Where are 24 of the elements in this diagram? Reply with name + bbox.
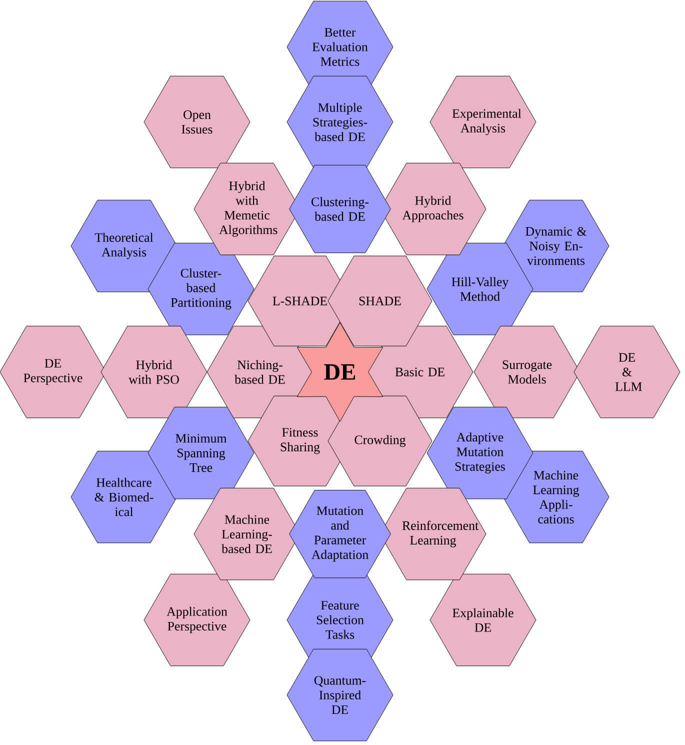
topic-hexagon: Hybrid with PSO (100, 326, 208, 418)
topic-hexagon: Open Issues (144, 76, 250, 168)
topic-hexagon: Hybrid Approaches (380, 162, 486, 256)
topic-hexagon: L-SHADE (248, 256, 352, 346)
topic-hexagon: Machine Learning-based DE (194, 488, 300, 580)
topic-hexagon: Fitness Sharing (248, 396, 352, 486)
topic-hexagon: Cluster-based Partitioning (148, 242, 254, 336)
topic-hexagon: Quantum-Inspired DE (286, 648, 394, 742)
topic-hexagon: Adaptive Mutation Strategies (426, 406, 534, 500)
topic-hexagon: Multiple Strategies-based DE (286, 76, 394, 168)
topic-hexagon: Clustering-based DE (289, 164, 391, 254)
topic-hexagon: Mutation and Parameter Adaptation (289, 490, 391, 578)
topic-hexagon: Explainable DE (430, 574, 536, 666)
topic-hexagon: Crowding (328, 396, 432, 486)
topic-hexagon: Healthcare & Biomed-ical (70, 450, 178, 544)
topic-hexagon: Reinforcement Learning (380, 488, 486, 580)
topic-hexagon: SHADE (328, 256, 432, 346)
topic-hexagon: Theoretical Analysis (70, 200, 178, 292)
topic-hexagon: Hybrid with Memetic Algorithms (194, 162, 300, 256)
topic-hexagon: Experimental Analysis (430, 76, 536, 168)
topic-hexagon: Application Perspective (144, 574, 250, 666)
topic-hexagon: DE Perspective (0, 326, 106, 418)
topic-hexagon: Surrogate Models (474, 326, 580, 418)
topic-hexagon: DE & LLM (574, 326, 680, 418)
